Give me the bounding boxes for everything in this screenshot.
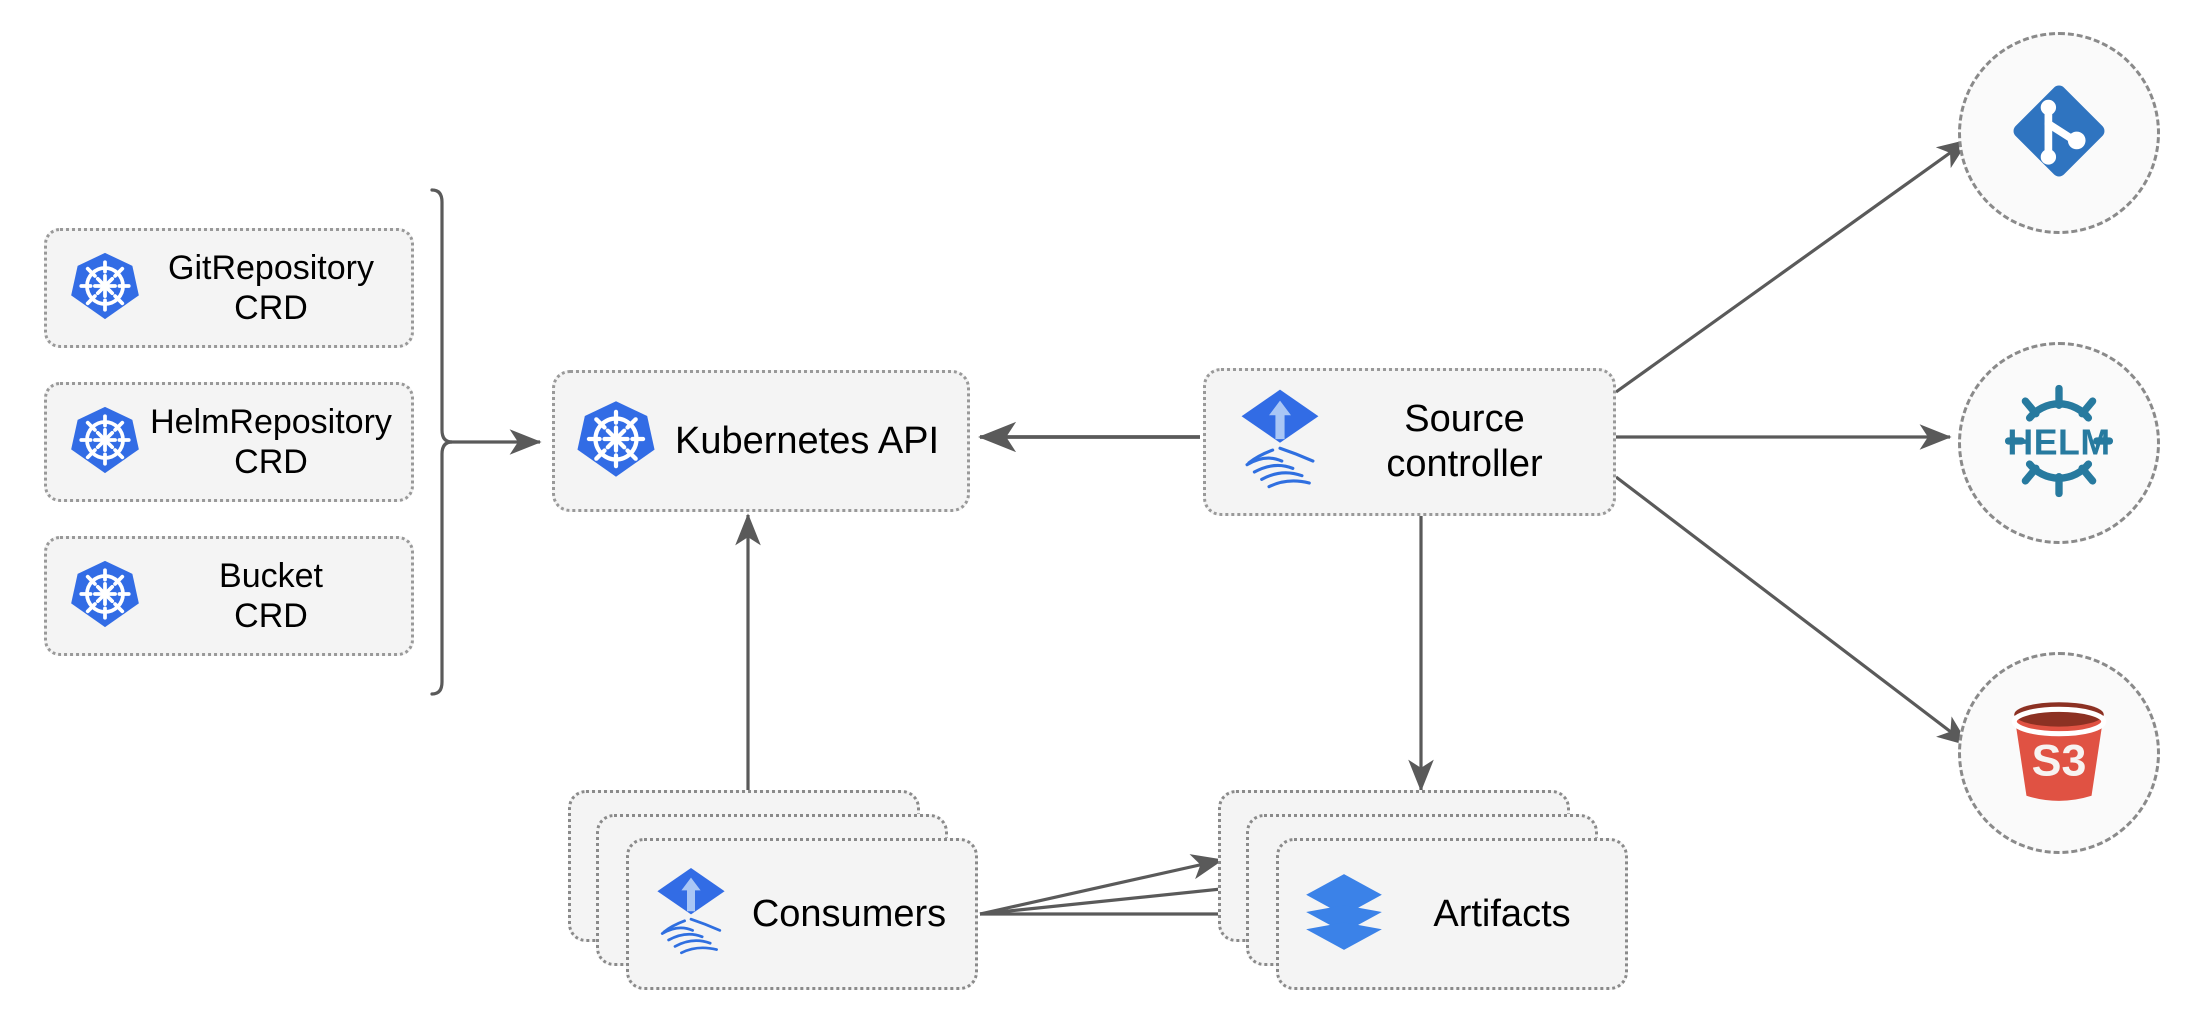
edge-consumers-to-artifacts-2: [979, 876, 1252, 916]
node-label: GitRepository CRD: [168, 248, 374, 327]
node-helmrepository-crd[interactable]: HelmRepository CRD: [44, 382, 414, 502]
helm-icon: HELM: [1996, 378, 2122, 509]
node-label: HelmRepository CRD: [150, 402, 392, 481]
kubernetes-icon: [69, 558, 141, 635]
node-kubernetes-api[interactable]: Kubernetes API: [552, 370, 970, 512]
edge-consumers-to-artifacts-1: [979, 854, 1224, 916]
s3-label: S3: [2032, 736, 2087, 785]
external-node-s3[interactable]: S3: [1958, 652, 2160, 854]
node-label: Kubernetes API: [675, 419, 940, 462]
node-label: Bucket CRD: [219, 556, 323, 635]
node-label: Source controller: [1386, 398, 1543, 485]
flux-icon: [651, 864, 731, 965]
node-consumers[interactable]: Consumers: [568, 790, 978, 990]
stack-card-front[interactable]: Artifacts: [1276, 838, 1628, 990]
node-bucket-crd[interactable]: Bucket CRD: [44, 536, 414, 656]
helm-label: HELM: [2007, 422, 2110, 462]
kubernetes-icon: [575, 398, 657, 485]
kubernetes-icon: [69, 404, 141, 481]
flux-icon: [1234, 386, 1326, 499]
node-label: Artifacts: [1433, 892, 1571, 935]
node-gitrepository-crd[interactable]: GitRepository CRD: [44, 228, 414, 348]
external-node-helm[interactable]: HELM: [1958, 342, 2160, 544]
kubernetes-icon: [69, 250, 141, 327]
external-node-git[interactable]: [1958, 32, 2160, 234]
node-source-controller[interactable]: Source controller: [1203, 368, 1616, 516]
edge-source-to-s3: [1615, 475, 1970, 747]
layers-icon: [1301, 869, 1387, 960]
crd-group-bracket: [430, 188, 542, 696]
node-artifacts[interactable]: Artifacts: [1218, 790, 1628, 990]
stack-card-front[interactable]: Consumers: [626, 838, 978, 990]
node-label: Consumers: [751, 892, 947, 935]
git-icon: [2000, 72, 2118, 195]
edge-source-to-git: [1615, 138, 1970, 394]
s3-bucket-icon: S3: [1998, 690, 2120, 817]
